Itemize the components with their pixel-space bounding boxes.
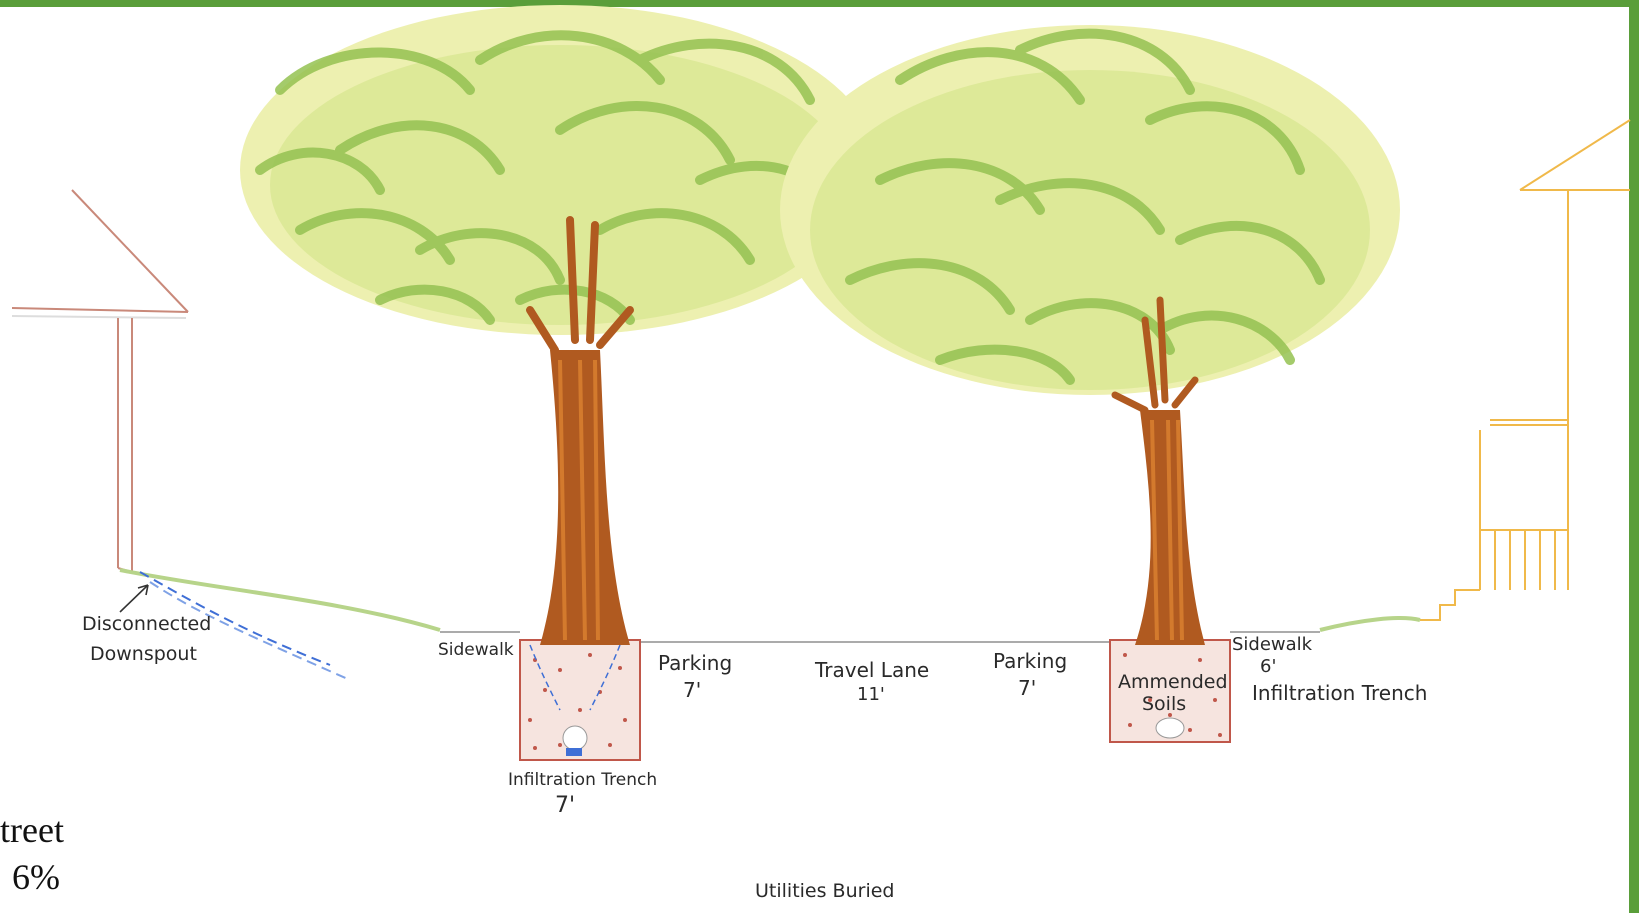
- label-parking-right-width: 7': [1018, 676, 1036, 700]
- label-infiltration-trench-right: Infiltration Trench: [1252, 681, 1427, 705]
- label-utilities-buried: Utilities Buried: [755, 880, 894, 902]
- label-soils: Soils: [1142, 693, 1186, 715]
- label-parking-right: Parking: [993, 649, 1067, 673]
- tree-canopy-right: [780, 25, 1400, 395]
- label-downspout: Downspout: [90, 643, 197, 665]
- infiltration-trench-left-box: [520, 640, 640, 760]
- caption-line-1: treet: [0, 808, 64, 852]
- ground-line: [120, 570, 1420, 642]
- label-sidewalk-right-width: 6': [1260, 656, 1276, 677]
- label-travel-lane: Travel Lane: [814, 658, 929, 682]
- label-parking-left: Parking: [658, 651, 732, 675]
- label-travel-lane-width: 11': [857, 684, 885, 705]
- caption-line-2: 6%: [12, 855, 60, 899]
- downspout-arrow: [120, 585, 148, 612]
- label-sidewalk-right: Sidewalk: [1232, 634, 1313, 655]
- label-sidewalk-left: Sidewalk: [438, 640, 514, 660]
- label-infiltration-trench-left-width: 7': [555, 793, 575, 818]
- left-house: [12, 190, 188, 572]
- label-ammended: Ammended: [1118, 671, 1228, 693]
- label-parking-left-width: 7': [683, 678, 701, 702]
- label-disconnected: Disconnected: [82, 613, 211, 635]
- right-house: [1420, 120, 1630, 620]
- tree-canopy-left: [240, 5, 880, 335]
- label-infiltration-trench-left: Infiltration Trench: [508, 770, 657, 790]
